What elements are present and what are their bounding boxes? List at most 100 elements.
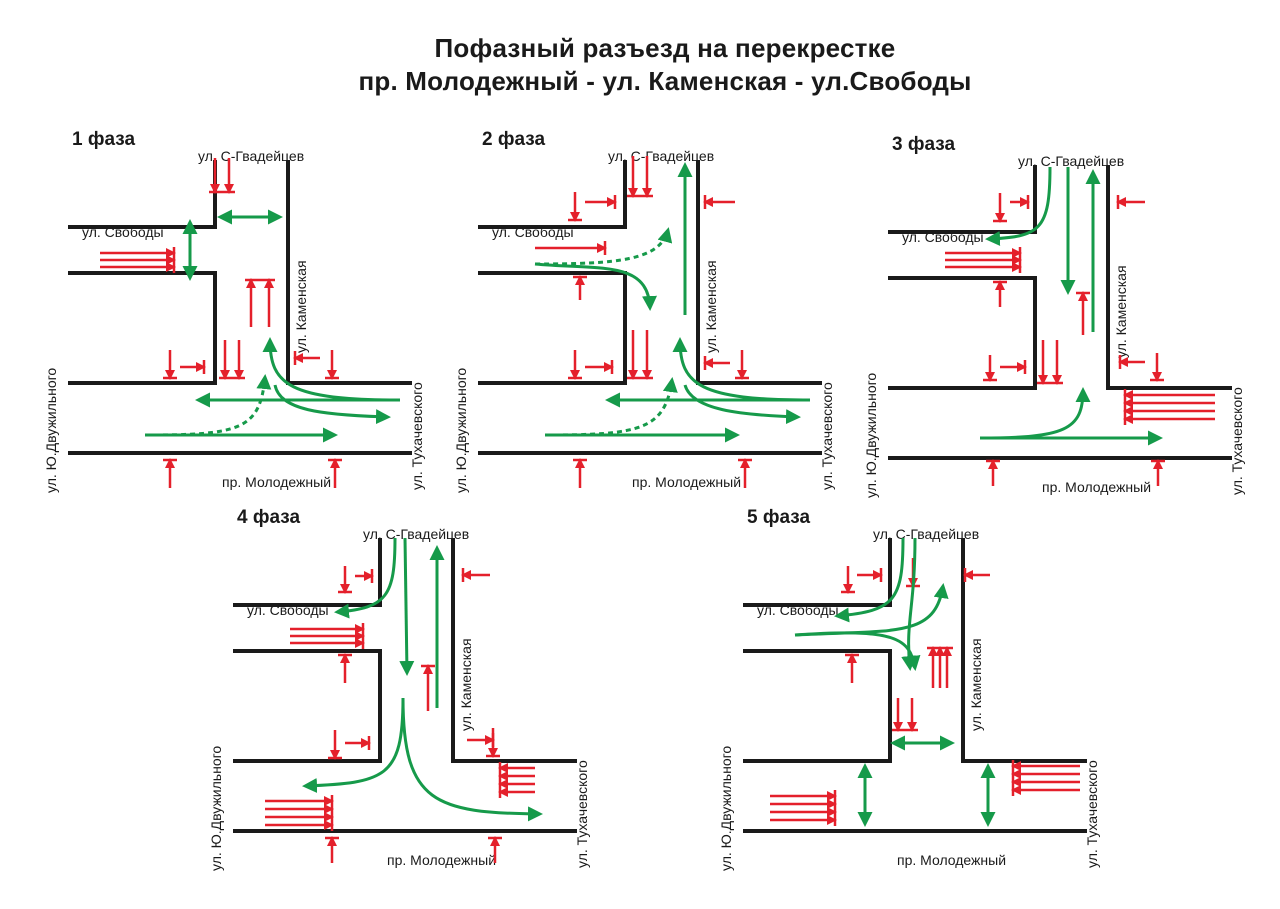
stop-arrow (703, 356, 730, 370)
stop-arrow (325, 350, 339, 380)
traffic-flow-arrow (985, 166, 1052, 247)
street-label-svobody: ул. Свободы (492, 224, 574, 240)
stop-arrow (328, 458, 342, 488)
stop-arrow (703, 195, 735, 209)
street-label-s-gvardeytsev: ул. С-Гвадейцев (608, 148, 714, 164)
street-label-s-gvardeytsev: ул. С-Гвадейцев (873, 526, 979, 542)
stop-arrow (345, 736, 371, 750)
street-label-s-gvardeytsev: ул. С-Гвадейцев (198, 148, 304, 164)
street-label-svobody: ул. Свободы (902, 229, 984, 245)
phase-label: 5 фаза (747, 507, 810, 528)
road-edge (68, 271, 217, 385)
traffic-flow-arrow (334, 537, 397, 619)
stop-arrow (986, 459, 1000, 486)
stop-arrow (180, 360, 206, 374)
lane-stop-block (1037, 340, 1063, 385)
stop-arrow (338, 653, 352, 683)
stop-arrow (1116, 195, 1145, 209)
street-label-molodezhny: пр. Молодежный (632, 474, 741, 490)
lane-stop-block (945, 247, 1022, 273)
street-label-kamenskaya: ул. Каменская (703, 260, 719, 353)
street-label-molodezhny: пр. Молодежный (897, 852, 1006, 868)
stop-arrow (573, 458, 587, 488)
stop-arrow (963, 568, 990, 582)
road-edge (888, 165, 1037, 234)
road-edge (68, 160, 217, 229)
lane-stop-block (498, 762, 535, 798)
traffic-flow-arrow (534, 262, 657, 311)
stop-arrow (421, 664, 435, 711)
stop-arrow (568, 192, 582, 222)
stop-arrow (983, 355, 997, 382)
street-label-s-gvardeytsev: ул. С-Гвадейцев (363, 526, 469, 542)
road-edge (451, 538, 577, 763)
lane-stop-block (1011, 760, 1080, 796)
street-label-s-gvardeytsev: ул. С-Гвадейцев (1018, 153, 1124, 169)
stop-arrow (163, 458, 177, 488)
stop-arrow (355, 569, 374, 583)
stop-arrow (293, 351, 320, 365)
street-label-svobody: ул. Свободы (757, 602, 839, 618)
traffic-flow-arrow (544, 377, 678, 437)
lane-stop-block (927, 646, 953, 688)
phase-3: 3 фаза ул. С-Гвадейцев ул. Свободы ул. Каме… (863, 134, 1245, 498)
traffic-flow-arrow (399, 537, 415, 676)
stop-arrow (1010, 195, 1030, 209)
street-label-tuhachevskogo: ул. Тухачевского (819, 382, 835, 490)
street-label-dvuzhilnogo: ул. Ю.Двужильного (718, 746, 734, 871)
street-label-kamenskaya: ул. Каменская (968, 638, 984, 731)
stop-arrow (993, 280, 1007, 307)
stop-arrow (585, 195, 617, 209)
phase-label: 3 фаза (892, 134, 955, 155)
street-label-tuhachevskogo: ул. Тухачевского (574, 760, 590, 868)
street-label-svobody: ул. Свободы (82, 224, 164, 240)
stop-arrow (573, 275, 587, 300)
traffic-flow-arrow (262, 337, 401, 402)
road-edge (743, 649, 892, 763)
lane-stop-block (770, 790, 837, 826)
stop-arrow (467, 733, 495, 747)
traffic-flow-arrow (901, 537, 917, 671)
stop-arrow (735, 350, 749, 380)
street-label-tuhachevskogo: ул. Тухачевского (409, 382, 425, 490)
traffic-flow-arrow (273, 384, 391, 425)
phase-label: 1 фаза (72, 129, 135, 150)
street-label-dvuzhilnogo: ул. Ю.Двужильного (43, 368, 59, 493)
lane-stop-block (209, 158, 235, 194)
street-label-kamenskaya: ул. Каменская (1113, 265, 1129, 358)
street-label-molodezhny: пр. Молодежный (1042, 479, 1151, 495)
stop-arrow (163, 350, 177, 380)
stop-arrow (1151, 459, 1165, 486)
traffic-flow-arrow (979, 387, 1091, 440)
stop-arrow (325, 836, 339, 863)
stop-arrow (845, 653, 859, 683)
street-label-tuhachevskogo: ул. Тухачевского (1229, 387, 1245, 495)
stop-arrow (461, 568, 490, 582)
stop-arrow (1000, 360, 1027, 374)
phase-5: 5 фаза ул. С-Гвадейцев ул. Свободы ул. Каме… (718, 507, 1100, 871)
stop-arrow (1150, 353, 1164, 382)
stop-arrow (585, 360, 614, 374)
street-label-dvuzhilnogo: ул. Ю.Двужильного (208, 746, 224, 871)
road-edge (743, 538, 892, 607)
stop-arrow (535, 241, 607, 255)
street-label-kamenskaya: ул. Каменская (458, 638, 474, 731)
lane-stop-block (892, 698, 918, 732)
phase-label: 4 фаза (237, 507, 300, 528)
diagram-title-line2: пр. Молодежный - ул. Каменская - ул.Своб… (358, 66, 972, 96)
stop-arrow (993, 193, 1007, 223)
street-label-svobody: ул. Свободы (247, 602, 329, 618)
traffic-flow-arrow (683, 384, 801, 425)
traffic-flow-arrow (672, 337, 811, 402)
stop-arrow (857, 568, 883, 582)
road-edge (233, 538, 382, 607)
phase-4: 4 фаза ул. С-Гвадейцев ул. Свободы ул. Каме… (208, 507, 590, 871)
stop-arrow (568, 350, 582, 380)
street-label-molodezhny: пр. Молодежный (222, 474, 331, 490)
street-label-dvuzhilnogo: ул. Ю.Двужильного (863, 373, 879, 498)
traffic-flow-arrow (834, 537, 905, 623)
road-edge (961, 538, 1087, 763)
road-edge (888, 276, 1037, 390)
